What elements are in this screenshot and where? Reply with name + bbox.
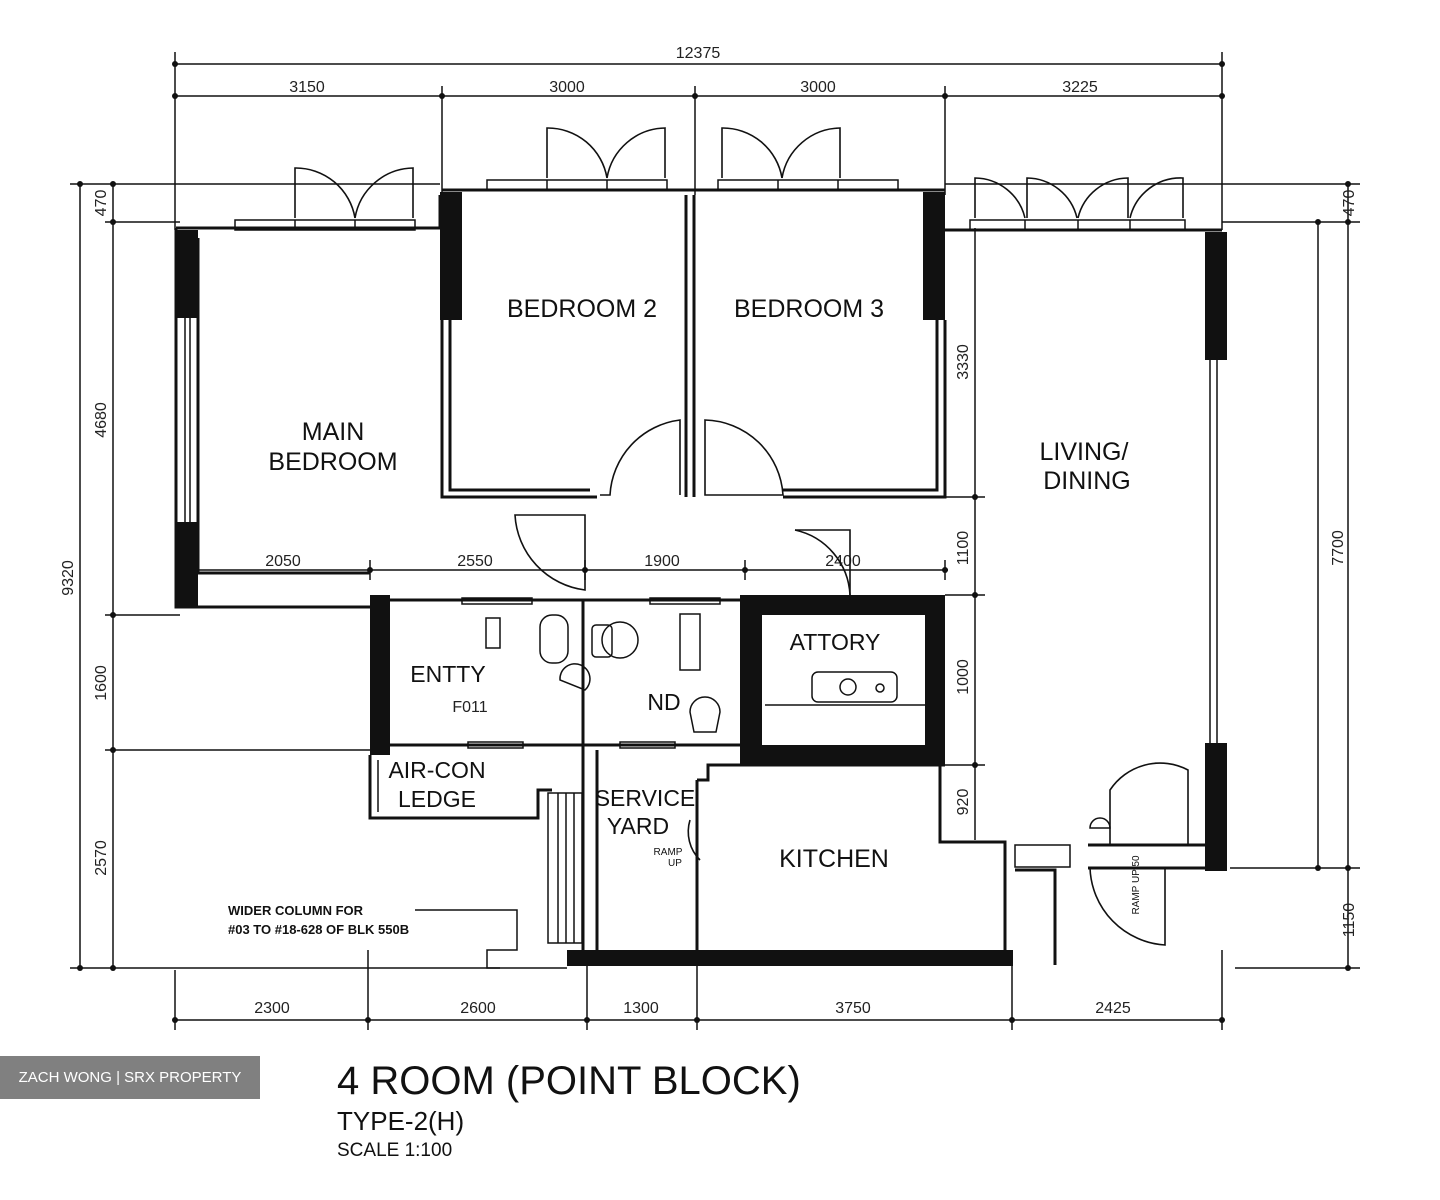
dim-bottom-2: 2600 (460, 1000, 496, 1017)
dim-left-3: 1600 (93, 665, 110, 701)
watermark-badge: ZACH WONG | SRX PROPERTY (0, 1056, 260, 1099)
dim-overall-top: 12375 (676, 45, 721, 62)
doors (294, 127, 1189, 946)
room-kitchen: KITCHEN (779, 845, 889, 873)
room-service-line2: YARD (607, 813, 669, 839)
service-ramp-line2: UP (668, 858, 682, 869)
dim-mid-3: 1900 (644, 553, 680, 570)
dim-left-2: 4680 (93, 402, 110, 438)
service-ramp-line1: RAMP (654, 847, 683, 858)
dim-right-2: 7700 (1330, 530, 1347, 566)
note-line2: #03 TO #18-628 OF BLK 550B (228, 922, 409, 937)
plan-type: TYPE-2(H) (337, 1106, 465, 1136)
dim-top-3: 3000 (800, 79, 836, 96)
room-main-bedroom-line1: MAIN (302, 418, 365, 446)
dim-right-1: 470 (1341, 190, 1358, 217)
dim-right-3: 1150 (1341, 903, 1358, 938)
note-line1: WIDER COLUMN FOR (228, 903, 364, 918)
walls (174, 188, 1227, 969)
room-aircon-line2: LEDGE (398, 786, 476, 812)
room-bath-1-line2: F011 (452, 699, 487, 716)
dim-inner-3: 1000 (955, 659, 972, 695)
dim-top-1: 3150 (289, 79, 325, 96)
dimension-labels: 12375 3150 3000 3000 3225 2050 2550 1900… (60, 45, 1358, 1017)
room-labels: MAIN BEDROOM BEDROOM 2 BEDROOM 3 LIVING/… (228, 295, 1142, 937)
room-aircon-line1: AIR-CON (388, 757, 485, 783)
dim-bottom-3: 1300 (623, 1000, 659, 1017)
dim-inner-2: 1100 (955, 531, 972, 566)
dim-left-4: 2570 (93, 840, 110, 876)
plan-scale: SCALE 1:100 (337, 1140, 453, 1161)
room-main-bedroom-line2: BEDROOM (268, 448, 397, 476)
dim-bottom-4: 3750 (835, 1000, 871, 1017)
room-living-line2: DINING (1043, 467, 1131, 495)
title-block: 4 ROOM (POINT BLOCK) TYPE-2(H) SCALE 1:1… (337, 1058, 801, 1164)
room-bedroom-2: BEDROOM 2 (507, 295, 657, 323)
dim-mid-1: 2050 (265, 553, 301, 570)
dim-inner-1: 3330 (955, 344, 972, 380)
dim-bottom-5: 2425 (1095, 1000, 1131, 1017)
dim-left-1: 470 (93, 190, 110, 217)
dim-top-2: 3000 (549, 79, 585, 96)
dim-mid-4: 2400 (825, 553, 861, 570)
room-bath-1-line1: ENTTY (410, 661, 485, 687)
dim-top-4: 3225 (1062, 79, 1098, 96)
dimension-lines (70, 52, 1360, 1030)
entry-ramp: RAMP UP 50 (1131, 855, 1142, 915)
windows (234, 179, 1186, 749)
room-service-line1: SERVICE (595, 785, 696, 811)
fixtures (485, 613, 721, 733)
plan-title: 4 ROOM (POINT BLOCK) (337, 1059, 801, 1103)
room-bath-2: ND (647, 689, 680, 715)
dim-bottom-1: 2300 (254, 1000, 290, 1017)
room-bedroom-3: BEDROOM 3 (734, 295, 884, 323)
dim-inner-4: 920 (955, 789, 972, 816)
room-store: ATTORY (790, 629, 881, 655)
dim-left-overall: 9320 (60, 560, 77, 596)
room-living-line1: LIVING/ (1040, 438, 1129, 466)
dim-mid-2: 2550 (457, 553, 493, 570)
